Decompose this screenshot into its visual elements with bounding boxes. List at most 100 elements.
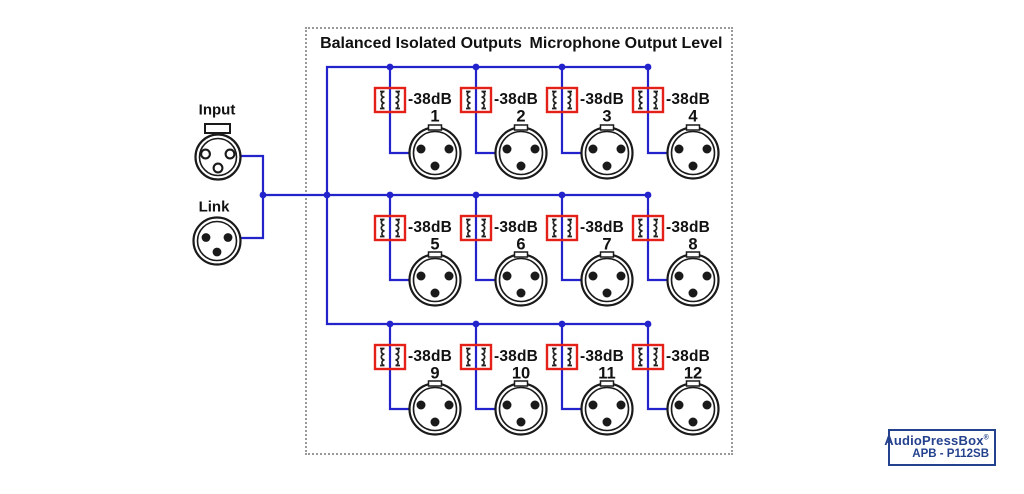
isolation-transformer-icon bbox=[631, 86, 665, 114]
attenuation-label: -38dB bbox=[666, 348, 711, 365]
channel-drop-wire bbox=[388, 195, 410, 282]
xlr-pin bbox=[516, 288, 526, 298]
isolation-transformer-icon bbox=[373, 343, 407, 371]
output-xlr-connector-9 bbox=[408, 380, 462, 436]
xlr-pin bbox=[416, 400, 426, 410]
xlr-pin bbox=[588, 144, 598, 154]
xlr-pin bbox=[674, 271, 684, 281]
xlr-pin bbox=[502, 271, 512, 281]
isolation-transformer-icon bbox=[459, 343, 493, 371]
channel-number: 3 bbox=[602, 107, 612, 126]
latch-notch bbox=[599, 380, 615, 387]
latch-notch bbox=[685, 251, 701, 258]
junction-dot bbox=[323, 191, 331, 199]
attenuation-label: -38dB bbox=[666, 219, 711, 236]
latch-notch bbox=[599, 251, 615, 258]
channel-number: 1 bbox=[430, 107, 440, 126]
isolation-transformer-icon bbox=[373, 214, 407, 242]
outputs-section-border bbox=[305, 27, 733, 455]
output-xlr-connector-8 bbox=[666, 251, 720, 307]
xlr-pin bbox=[502, 144, 512, 154]
channel-number: 9 bbox=[430, 364, 440, 383]
xlr-pin bbox=[530, 144, 540, 154]
attenuation-label: -38dB bbox=[408, 348, 453, 365]
output-xlr-connector-2 bbox=[494, 124, 548, 180]
channel-drop-wire bbox=[560, 324, 582, 411]
output-xlr-connector-12 bbox=[666, 380, 720, 436]
channel-number: 5 bbox=[430, 235, 440, 254]
junction-dot bbox=[386, 320, 394, 328]
attenuation-label: -38dB bbox=[666, 91, 711, 108]
output-xlr-connector-7 bbox=[580, 251, 634, 307]
xlr-pin bbox=[200, 148, 211, 160]
model-number: APB - P112SB bbox=[912, 448, 989, 461]
junction-dots-layer bbox=[259, 63, 652, 328]
junction-dot bbox=[386, 63, 394, 71]
xlr-pin bbox=[688, 417, 698, 427]
input-label: Input bbox=[198, 101, 236, 119]
isolation-transformer-icon bbox=[631, 214, 665, 242]
xlr-pin bbox=[530, 271, 540, 281]
link-label: Link bbox=[198, 198, 230, 216]
isolation-transformer-icon bbox=[459, 214, 493, 242]
output-xlr-connector-5 bbox=[408, 251, 462, 307]
channel-drop-wire bbox=[474, 67, 496, 155]
channel-drop-wire bbox=[388, 67, 410, 155]
xlr-pin bbox=[688, 161, 698, 171]
channel-number: 2 bbox=[516, 107, 526, 126]
channel-number: 6 bbox=[516, 235, 526, 254]
attenuation-label: -38dB bbox=[580, 219, 625, 236]
isolation-transformer-icon bbox=[545, 343, 579, 371]
xlr-pin bbox=[602, 417, 612, 427]
xlr-pin bbox=[502, 400, 512, 410]
xlr-pin bbox=[416, 144, 426, 154]
input-link-feed-wire bbox=[240, 154, 265, 240]
mic-output-level-heading: Microphone Output Level bbox=[529, 35, 723, 52]
channel-number: 4 bbox=[688, 107, 698, 126]
junction-dot bbox=[472, 320, 480, 328]
xlr-pin bbox=[602, 161, 612, 171]
isolation-transformer-icon bbox=[545, 214, 579, 242]
xlr-pin bbox=[602, 288, 612, 298]
xlr-pin bbox=[516, 417, 526, 427]
link-xlr-connector bbox=[192, 216, 242, 266]
brand-badge: AudioPressBox® APB - P112SB bbox=[884, 429, 996, 466]
latch-notch bbox=[513, 124, 529, 131]
xlr-pin bbox=[430, 417, 440, 427]
channel-number: 7 bbox=[602, 235, 612, 254]
xlr-pin bbox=[702, 400, 712, 410]
channel-drop-wire bbox=[646, 67, 668, 155]
channel-number: 11 bbox=[598, 364, 616, 383]
components-layer bbox=[192, 86, 720, 436]
xlr-pin bbox=[416, 271, 426, 281]
balanced-outputs-heading: Balanced Isolated Outputs bbox=[320, 35, 522, 52]
xlr-pin bbox=[212, 162, 224, 174]
output-xlr-connector-11 bbox=[580, 380, 634, 436]
input-xlr-connector bbox=[194, 123, 242, 181]
channel-drop-wire bbox=[560, 67, 582, 155]
xlr-pin bbox=[702, 144, 712, 154]
isolation-transformer-icon bbox=[373, 86, 407, 114]
xlr-pin bbox=[224, 148, 236, 160]
attenuation-label: -38dB bbox=[494, 91, 539, 108]
junction-dot bbox=[558, 63, 566, 71]
xlr-pin bbox=[616, 144, 626, 154]
xlr-pin bbox=[674, 400, 684, 410]
xlr-pin bbox=[201, 233, 211, 242]
junction-dot bbox=[644, 320, 652, 328]
junction-dot bbox=[472, 63, 480, 71]
junction-dot bbox=[558, 191, 566, 199]
isolation-transformer-icon bbox=[631, 343, 665, 371]
xlr-pin bbox=[212, 247, 222, 257]
xlr-pin bbox=[223, 233, 233, 242]
isolation-transformer-icon bbox=[459, 86, 493, 114]
channel-drop-wire bbox=[646, 324, 668, 411]
xlr-pin bbox=[588, 400, 598, 410]
latch-notch bbox=[513, 251, 529, 258]
xlr-pin bbox=[702, 271, 712, 281]
junction-dot bbox=[472, 191, 480, 199]
latch-notch bbox=[685, 380, 701, 387]
wires-layer bbox=[240, 65, 668, 411]
channel-drop-wire bbox=[560, 195, 582, 282]
